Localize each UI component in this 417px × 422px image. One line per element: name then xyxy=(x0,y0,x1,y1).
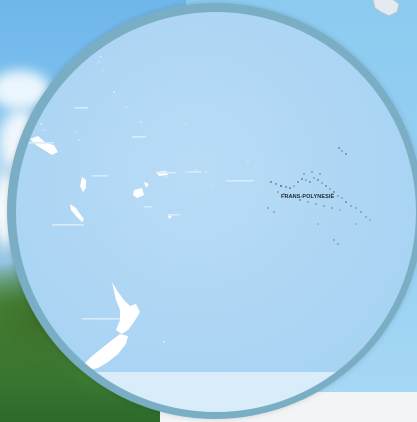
label-frans-polynesie: FRANS-POLYNESIË xyxy=(281,194,335,200)
island-nz-north xyxy=(112,282,140,334)
island-nz-south xyxy=(84,334,128,370)
map-bottom-band xyxy=(16,372,416,412)
island-fiji-vanua-levu xyxy=(144,182,149,188)
pacific-map[interactable]: FRANS-POLYNESIË xyxy=(16,12,416,412)
island-vanuatu xyxy=(80,177,86,192)
island-tonga xyxy=(168,215,172,219)
map-canvas xyxy=(22,56,371,376)
island-new-caledonia xyxy=(70,204,84,222)
island-fiji-viti-levu xyxy=(133,188,144,198)
corner-island-icon xyxy=(372,0,400,17)
island-new-caledonia-region xyxy=(30,136,58,155)
